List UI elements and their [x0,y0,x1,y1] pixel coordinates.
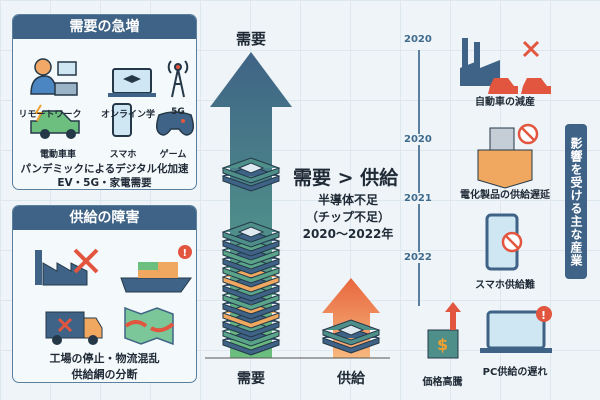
item-label: 電動車車 [39,150,76,160]
demand-caption: EV・5G・家電需要 [57,177,152,189]
impact-label: 自動車の減産 [475,97,535,108]
timeline-year: 2022 [404,252,432,263]
remote-work-icon [30,58,78,96]
item-label: ゲーム [159,150,187,160]
timeline-year: 2020 [404,34,432,45]
item-label: スマホ [109,150,137,160]
chip-price-surge-icon: $ [427,302,461,359]
demand-caption: パンデミックによるデジタル化加速 [20,163,189,175]
cargo-ship-icon: ! [120,245,192,293]
shortage-text: 半導体不足 [317,193,378,207]
supply-caption: 供給網の分断 [71,368,138,381]
impact-icons: $ ! [427,38,552,359]
supply-bar-label: 供給 [337,371,365,387]
period-text: 2020〜2022年 [302,227,394,241]
item-label: 5G [171,107,185,117]
smartphone-shortage-icon [485,213,523,271]
chip-die [237,162,265,174]
affected-industries-label: 影響を受ける主な産業 [565,124,587,279]
demand-supply-graphic [205,52,390,359]
impact-label: 価格高騰 [422,377,463,388]
supply-disruption-panel: 供給の障害 ! 工場の停止・物流混乱 供給網の分断 [12,205,197,383]
svg-text:!: ! [541,309,546,322]
demand-icons [30,58,194,139]
smartphone-icon [112,103,132,137]
pc-delay-laptop-icon: ! [480,306,552,353]
impact-label: 電化製品の供給遅延 [460,190,550,201]
timeline-line [418,50,420,306]
5g-tower-icon [167,60,189,98]
timeline-year: 2021 [404,193,432,204]
timeline-year: 2020 [404,134,432,145]
chip-stack-icon [221,157,381,356]
item-label: オンライン学 [100,110,155,120]
demand-bar-label: 需要 [237,371,265,387]
chip-layer [221,221,281,248]
game-controller-icon [156,111,194,136]
appliance-box-delay-icon [477,123,539,189]
electric-car-icon [30,104,80,139]
demand-surge-panel: 需要の急増 リモートワーク オンライン学 5G 電動車車 スマホ ゲーム パンデ… [12,14,197,190]
supply-icons: ! [35,245,192,345]
demand-top-label: 需要 [235,30,266,48]
headline-demand-exceeds-supply: 需要 > 供給 [293,167,399,189]
impact-label: スマホ供給難 [475,280,535,291]
chip-die [337,324,365,336]
chip-die [237,226,265,238]
svg-text:!: ! [183,248,188,259]
item-label: リモートワーク [18,110,82,120]
broken-supply-map-icon [124,306,175,345]
panel-title: 需要の急増 [13,15,196,39]
chip-layer [321,319,381,346]
impact-label: PC供給の遅れ [482,367,548,378]
online-learning-laptop-icon [108,68,156,97]
stopped-factory-icon [35,248,99,286]
svg-text:$: $ [437,335,448,354]
chip-layer [221,157,281,184]
panel-title: 供給の障害 [13,206,196,230]
blocked-truck-icon [45,311,103,345]
supply-caption: 工場の停止・物流混乱 [49,352,160,365]
car-factory-reduction-icon [460,38,551,94]
shortage-text: （チップ不足） [305,210,390,224]
